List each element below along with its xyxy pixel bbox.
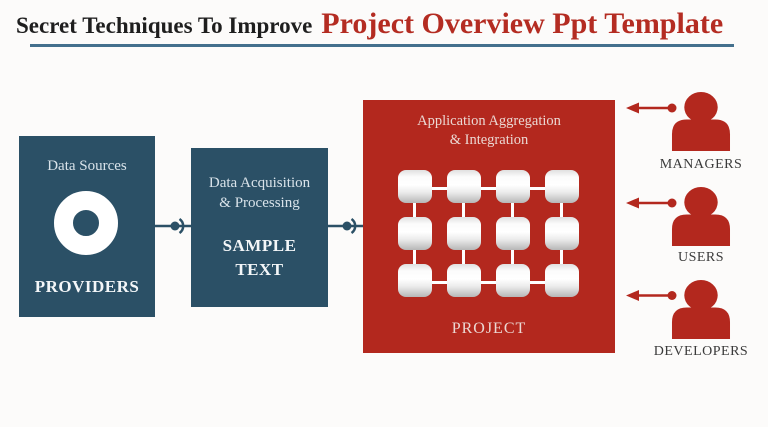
title-underline <box>30 44 734 47</box>
grid-node <box>545 217 579 250</box>
grid-connector <box>413 203 416 217</box>
grid-node <box>398 264 432 297</box>
grid-node <box>447 170 481 203</box>
grid-connector <box>413 250 416 264</box>
grid-connector <box>462 250 465 264</box>
grid-connector <box>530 187 545 190</box>
donut-icon <box>54 191 118 255</box>
grid-node <box>398 217 432 250</box>
grid-node <box>496 264 530 297</box>
grid-connector <box>530 281 545 284</box>
data-acquisition-box: Data Acquisition & Processing SAMPLE TEX… <box>191 148 328 307</box>
grid-node <box>398 170 432 203</box>
connector-dot <box>342 221 352 231</box>
data-acquisition-heading-line1: Data Acquisition <box>208 175 311 191</box>
grid-connector <box>511 203 514 217</box>
sample-text-line1: SAMPLE <box>222 236 297 255</box>
title-highlight: Project Overview Ppt Template <box>321 7 724 40</box>
grid-connector <box>432 281 447 284</box>
manager-person-icon <box>671 92 731 151</box>
project-heading-line1: Application Aggregation <box>417 113 561 129</box>
user-person-icon <box>671 187 731 246</box>
grid-node <box>447 217 481 250</box>
grid-connector <box>481 281 496 284</box>
providers-label: PROVIDERS <box>34 277 140 296</box>
data-sources-heading: Data Sources <box>47 158 127 174</box>
project-label: PROJECT <box>451 320 527 337</box>
grid-node <box>545 264 579 297</box>
flow-connector-1 <box>155 217 191 235</box>
grid-connector <box>432 187 447 190</box>
data-acquisition-heading-line2: & Processing <box>219 195 300 212</box>
title-prefix: Secret Techniques To Improve <box>16 13 313 38</box>
grid-node <box>447 264 481 297</box>
grid-connector <box>560 250 563 264</box>
data-sources-box: Data Sources PROVIDERS <box>19 136 155 317</box>
grid-connector <box>481 187 496 190</box>
project-box: Application Aggregation & Integration <box>363 100 615 353</box>
grid-connector <box>511 250 514 264</box>
grid-node <box>496 170 530 203</box>
connector-arc <box>350 217 357 235</box>
grid-connector <box>462 203 465 217</box>
sample-text-label: SAMPLE TEXT <box>191 234 328 282</box>
data-acquisition-heading: Data Acquisition & Processing <box>191 148 328 214</box>
connector-arc <box>178 217 185 235</box>
developer-person-icon <box>671 280 731 339</box>
connector-dot <box>170 221 180 231</box>
flow-connector-2 <box>328 217 363 235</box>
sample-text-line2: TEXT <box>235 259 284 279</box>
grid-connector <box>560 203 563 217</box>
managers-label: MANAGERS <box>659 157 743 172</box>
users-label: USERS <box>677 250 725 265</box>
developers-label: DEVELOPERS <box>653 344 749 359</box>
grid-node <box>545 170 579 203</box>
grid-node <box>496 217 530 250</box>
page-title: Secret Techniques To Improve Project Ove… <box>16 7 761 41</box>
project-heading-line2: & Integration <box>449 132 529 149</box>
project-heading: Application Aggregation & Integration <box>363 100 615 150</box>
